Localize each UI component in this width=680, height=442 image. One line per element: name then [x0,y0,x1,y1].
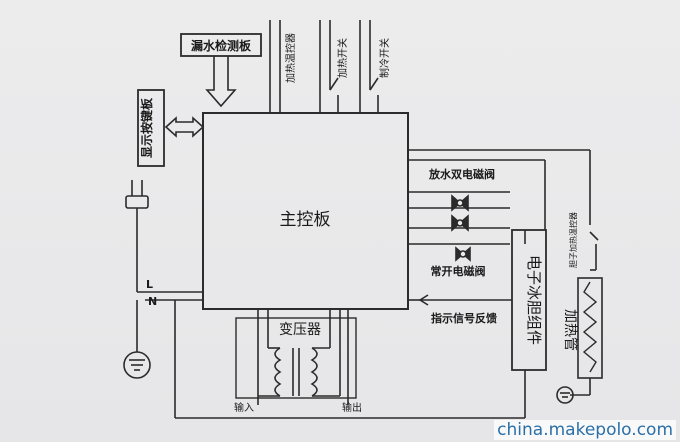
main-board-box [202,112,409,310]
drain-valve-label: 放水双电磁阀 [428,167,495,181]
heating-coil-icon [582,281,598,373]
display-key-board-label: 显示按键板 [139,97,154,158]
power-plug-icon [125,180,149,222]
normally-open-valve-icon [455,246,471,262]
ground-icon [123,351,151,379]
display-link-arrow [164,116,205,138]
leak-detect-board-label: 漏水检测板 [191,38,252,53]
heater-thermostat-small-label: 胆子加热温控器 [568,212,578,268]
transformer-frame [235,317,357,399]
transformer-coils-icon [274,347,318,397]
heat-thermostat-label: 加热温控器 [284,33,297,83]
leak-arrow [205,56,237,108]
feedback-arrow [419,294,512,306]
heater-ground-icon [556,386,574,404]
transformer-output-label: 输出 [342,401,362,414]
electronic-cooler-label: 电子冰胆组件 [525,255,543,345]
heating-tube-label: 加热管 [562,309,578,351]
neutral-label: N [148,295,157,308]
normally-open-valve-label: 常开电磁阀 [431,264,486,278]
transformer-input-label: 输入 [234,401,254,414]
watermark: china.makepolo.com [494,420,676,440]
transformer-label: 变压器 [279,322,321,338]
heating-tube-box [577,277,603,379]
leak-detect-board-box [180,33,262,57]
cool-switch-label: 制冷开关 [378,38,391,78]
indicator-feedback-label: 指示信号反馈 [431,311,497,325]
live-label: L [146,278,153,291]
drain-valve-icon [451,194,469,232]
display-key-board-box [137,89,165,167]
heat-switch-label: 加热开关 [336,38,349,78]
main-board-label: 主控板 [280,210,331,230]
